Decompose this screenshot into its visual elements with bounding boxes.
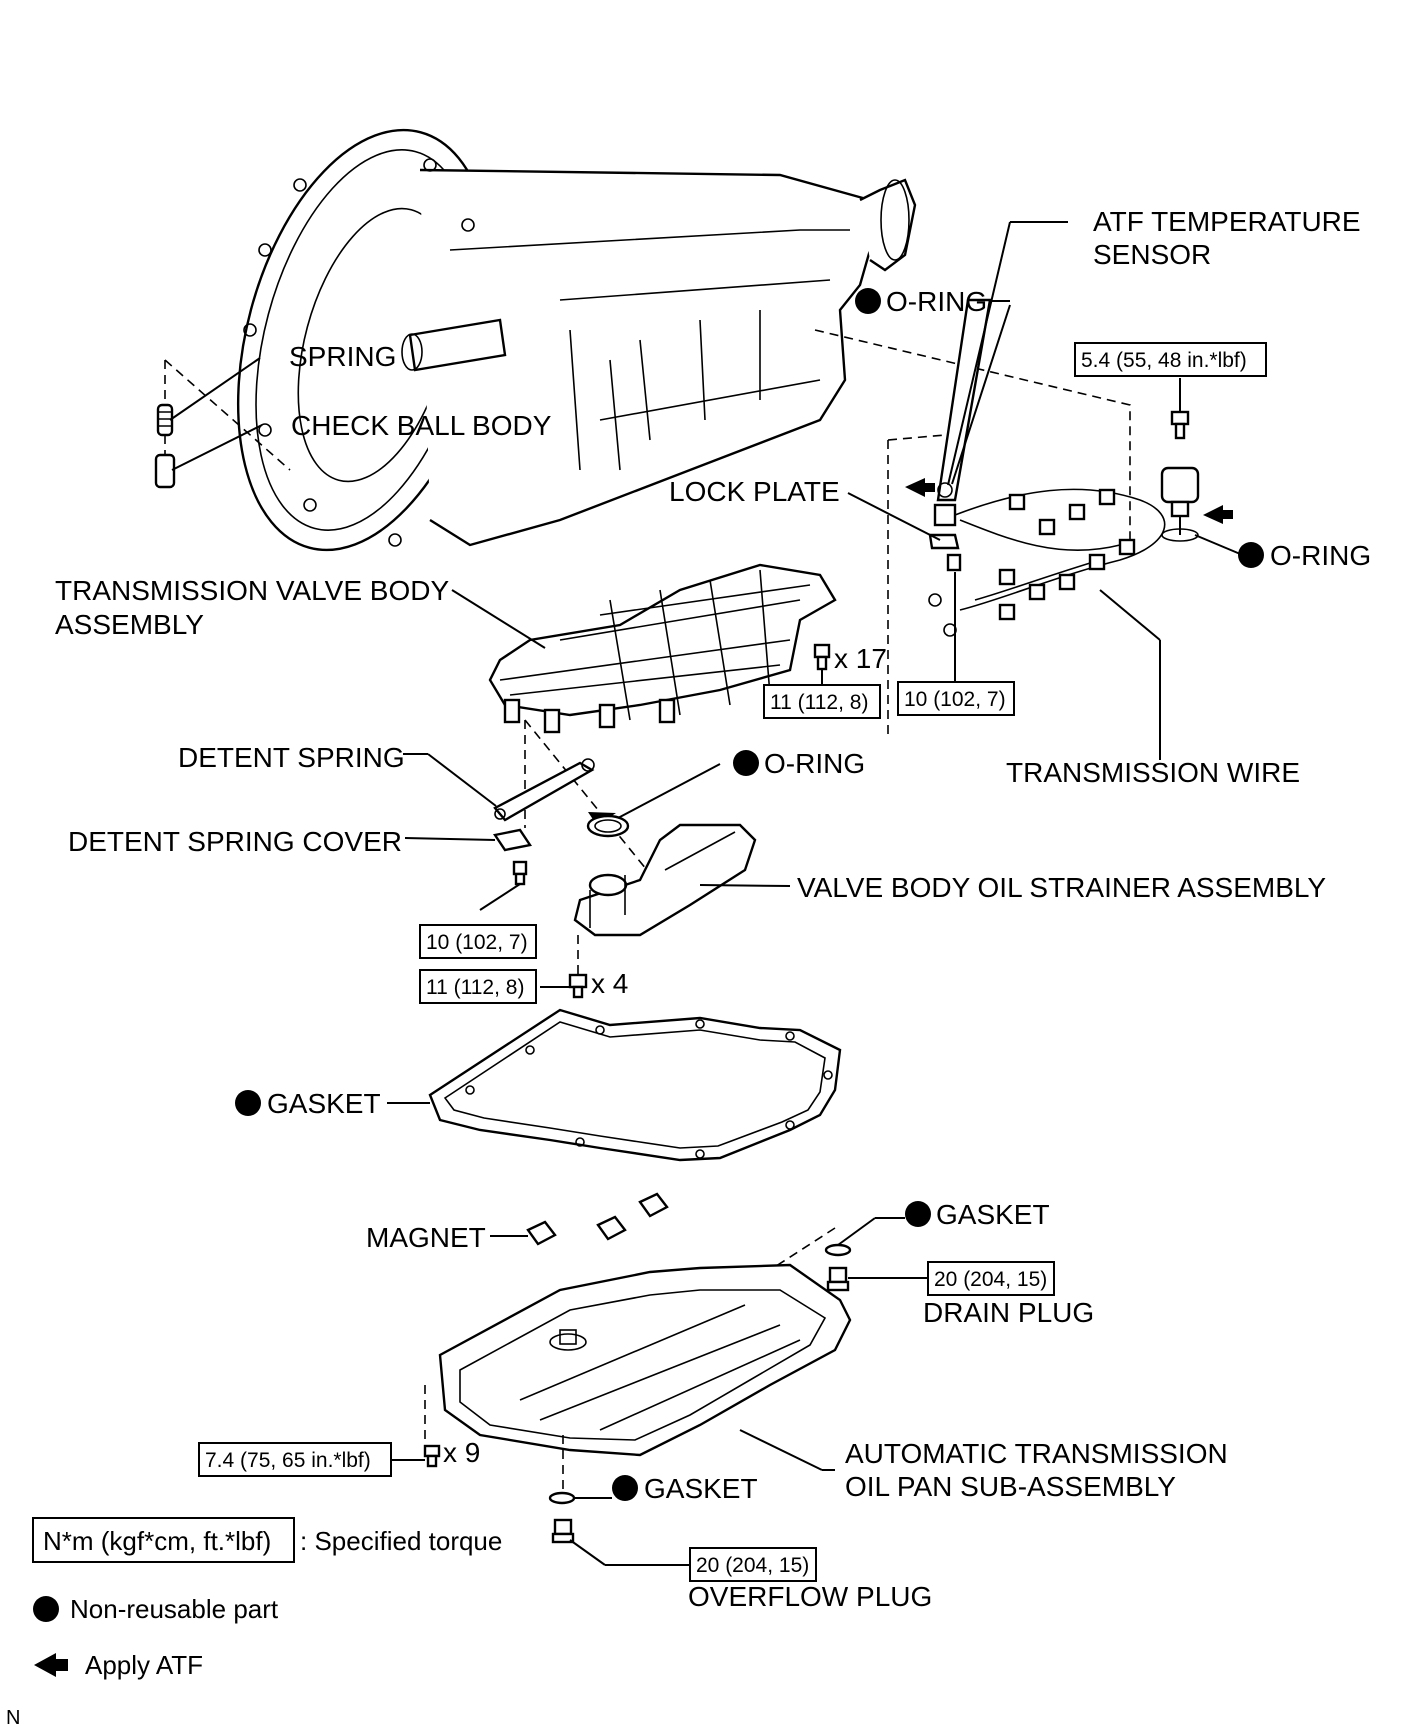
nonreusable-dot-icon xyxy=(905,1201,931,1227)
label-oil-pan-2: OIL PAN SUB-ASSEMBLY xyxy=(845,1471,1176,1502)
label-gasket-pan: GASKET xyxy=(267,1088,381,1119)
legend-torque-key: N*m (kgf*cm, ft.*lbf) xyxy=(43,1526,271,1556)
apply-atf-arrow-icon xyxy=(905,478,935,497)
label-detent-spring-cover: DETENT SPRING COVER xyxy=(68,826,402,857)
check-ball-body-and-spring xyxy=(154,357,291,489)
left-arrow-icon xyxy=(34,1653,68,1677)
legend-nonreusable: Non-reusable part xyxy=(70,1594,279,1624)
label-o-ring-right: O-RING xyxy=(1270,540,1371,571)
label-spring: SPRING xyxy=(289,341,396,372)
svg-text:11 (112, 8): 11 (112, 8) xyxy=(426,976,524,999)
label-valve-body: TRANSMISSION VALVE BODY xyxy=(55,575,449,606)
detent-spring-and-cover xyxy=(403,753,595,911)
label-qty-9: x 9 xyxy=(443,1437,480,1468)
apply-atf-arrow-icon xyxy=(1203,505,1233,524)
label-gasket-drain: GASKET xyxy=(936,1199,1050,1230)
label-oil-pan: AUTOMATIC TRANSMISSION xyxy=(845,1438,1228,1469)
filled-circle-icon xyxy=(33,1596,59,1622)
torque-box-detent: 10 (102, 7) xyxy=(419,924,537,959)
label-overflow-plug: OVERFLOW PLUG xyxy=(688,1581,932,1612)
nonreusable-dot-icon xyxy=(1238,542,1264,568)
label-magnet: MAGNET xyxy=(366,1222,486,1253)
nonreusable-dot-icon xyxy=(855,288,881,314)
torque-box-overflow-plug: 20 (204, 15) xyxy=(689,1547,817,1582)
svg-text:20 (204, 15): 20 (204, 15) xyxy=(696,1554,809,1577)
torque-box-pan-bolts: 7.4 (75, 65 in.*lbf) xyxy=(198,1442,392,1477)
label-check-ball-body: CHECK BALL BODY xyxy=(291,410,552,441)
svg-text:10 (102, 7): 10 (102, 7) xyxy=(426,931,528,954)
transmission-valve-body xyxy=(451,563,837,881)
svg-text:10 (102, 7): 10 (102, 7) xyxy=(904,688,1006,711)
pan-bolt xyxy=(423,1444,441,1468)
torque-box-valve-body: 11 (112, 8) xyxy=(763,684,881,719)
oil-pan xyxy=(424,1263,852,1500)
torque-box-strainer: 11 (112, 8) xyxy=(419,969,537,1004)
oil-pan-gasket xyxy=(387,1008,842,1162)
label-oil-strainer: VALVE BODY OIL STRAINER ASSEMBLY xyxy=(797,872,1326,903)
label-detent-spring: DETENT SPRING xyxy=(178,742,405,773)
torque-box-sensor: 5.4 (55, 48 in.*lbf) xyxy=(1074,342,1267,377)
label-valve-body-2: ASSEMBLY xyxy=(55,609,204,640)
label-transmission-wire: TRANSMISSION WIRE xyxy=(1006,757,1300,788)
label-atf-temp-sensor: ATF TEMPERATURE xyxy=(1093,206,1361,237)
legend-torque-desc: : Specified torque xyxy=(300,1526,502,1556)
label-o-ring-mid: O-RING xyxy=(764,748,865,779)
svg-text:20 (204, 15): 20 (204, 15) xyxy=(934,1268,1047,1291)
legend-torque-box xyxy=(32,1517,295,1563)
svg-text:7.4 (75, 65 in.*lbf): 7.4 (75, 65 in.*lbf) xyxy=(205,1449,371,1472)
svg-text:5.4 (55, 48 in.*lbf): 5.4 (55, 48 in.*lbf) xyxy=(1081,349,1247,372)
torque-box-lock-plate: 10 (102, 7) xyxy=(897,681,1015,716)
label-lock-plate: LOCK PLATE xyxy=(669,476,840,507)
label-drain-plug: DRAIN PLUG xyxy=(923,1297,1094,1328)
label-atf-temp-sensor-2: SENSOR xyxy=(1093,239,1211,270)
label-o-ring-top: O-RING xyxy=(886,286,987,317)
nonreusable-dot-icon xyxy=(733,750,759,776)
nonreusable-dot-icon xyxy=(235,1090,261,1116)
legend: N*m (kgf*cm, ft.*lbf) : Specified torque… xyxy=(32,1517,502,1680)
o-ring-strainer xyxy=(586,763,721,838)
label-qty-17: x 17 xyxy=(834,643,887,674)
valve-body-oil-strainer xyxy=(540,823,791,999)
nonreusable-dot-icon xyxy=(612,1475,638,1501)
drain-plug xyxy=(769,1217,928,1292)
svg-text:11 (112, 8): 11 (112, 8) xyxy=(770,691,868,714)
label-qty-4: x 4 xyxy=(591,968,628,999)
overflow-plug xyxy=(548,1491,690,1566)
corner-mark: N xyxy=(6,1707,20,1729)
torque-box-drain-plug: 20 (204, 15) xyxy=(927,1261,1055,1296)
transmission-case xyxy=(236,128,917,552)
label-gasket-overflow: GASKET xyxy=(644,1473,758,1504)
legend-apply-atf: Apply ATF xyxy=(85,1650,203,1680)
magnets xyxy=(490,1192,669,1246)
